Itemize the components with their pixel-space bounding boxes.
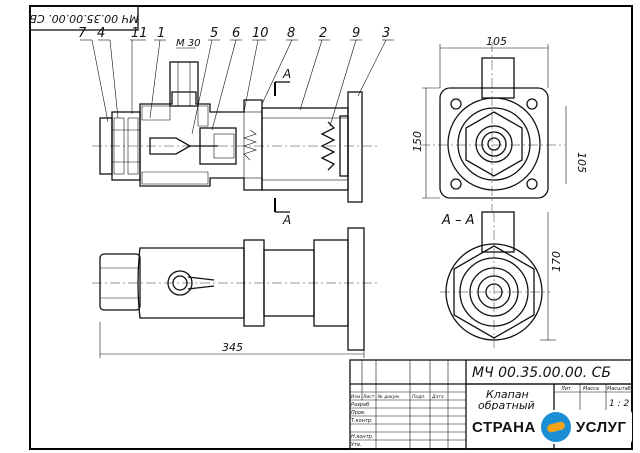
part-label-1: 1 xyxy=(157,26,165,41)
title-scale-value: 1 : 2 xyxy=(609,399,629,409)
angle-label: М 30 xyxy=(176,38,201,49)
title-col-list: Лист xyxy=(362,394,375,400)
part-label-3: 3 xyxy=(382,26,390,41)
section-mark-top: А xyxy=(282,67,291,81)
section-mark-bottom: А xyxy=(282,213,291,227)
section-aa-view: А – А 170 xyxy=(440,211,563,350)
part-label-6: 6 xyxy=(232,26,240,41)
leader-lines xyxy=(80,39,394,135)
title-block: Изм Лист № докум. Подп. Дата Разраб. Про… xyxy=(349,359,633,450)
title-col-izm: Изм xyxy=(351,394,361,400)
title-row-razrab: Разраб. xyxy=(351,402,371,408)
dim-length-total: 345 xyxy=(222,341,243,354)
title-stage-mass: Масса xyxy=(583,386,599,392)
main-section-view: А А xyxy=(92,61,378,227)
part-label-10: 10 xyxy=(252,26,269,41)
title-row-nkontr: Н.контр. xyxy=(351,434,373,440)
plan-view: 345 xyxy=(92,227,378,358)
title-row-tkontr: Т.контр. xyxy=(351,418,373,424)
dim-width-top: 105 xyxy=(486,35,507,48)
rotated-code-box: МЧ 00.35.00.00. СБ xyxy=(29,5,139,31)
part-label-4: 4 xyxy=(97,26,105,41)
dim-height-section: 170 xyxy=(550,251,563,272)
part-label-9: 9 xyxy=(352,26,360,41)
part-label-2: 2 xyxy=(319,26,327,41)
title-name-line2: обратный xyxy=(478,399,535,412)
title-row-utv: Утв. xyxy=(351,442,362,448)
watermark-left-text: СТРАНА xyxy=(472,418,536,436)
title-stage-lit: Лит. xyxy=(560,386,573,392)
section-title: А – А xyxy=(441,213,475,228)
watermark-right-text: УСЛУГ xyxy=(575,418,627,436)
dim-height-right: 105 xyxy=(575,152,588,173)
title-name-line1: Клапан xyxy=(486,388,529,401)
dim-height-left: 150 xyxy=(411,131,424,152)
title-code: МЧ 00.35.00.00. СБ xyxy=(472,365,611,381)
title-row-prov: Пров. xyxy=(351,410,366,416)
title-stage-scale: Масштаб xyxy=(607,386,631,392)
title-col-date: Дата xyxy=(431,394,444,400)
part-label-5: 5 xyxy=(210,26,218,41)
end-view: 105 150 105 xyxy=(411,35,588,212)
part-label-11: 11 xyxy=(131,26,148,41)
handshake-icon xyxy=(540,412,571,442)
rotated-code-text: МЧ 00.35.00.00. СБ xyxy=(29,12,138,25)
part-labels: 7 4 11 1 5 6 10 8 2 9 3 М 30 xyxy=(78,26,390,49)
part-label-8: 8 xyxy=(287,26,295,41)
sheet-frame xyxy=(29,5,633,450)
title-col-doc: № докум. xyxy=(377,394,400,400)
title-col-podp: Подп. xyxy=(412,394,426,400)
watermark-logo: СТРАНА УСЛУГ xyxy=(472,410,632,444)
part-label-7: 7 xyxy=(78,26,87,41)
